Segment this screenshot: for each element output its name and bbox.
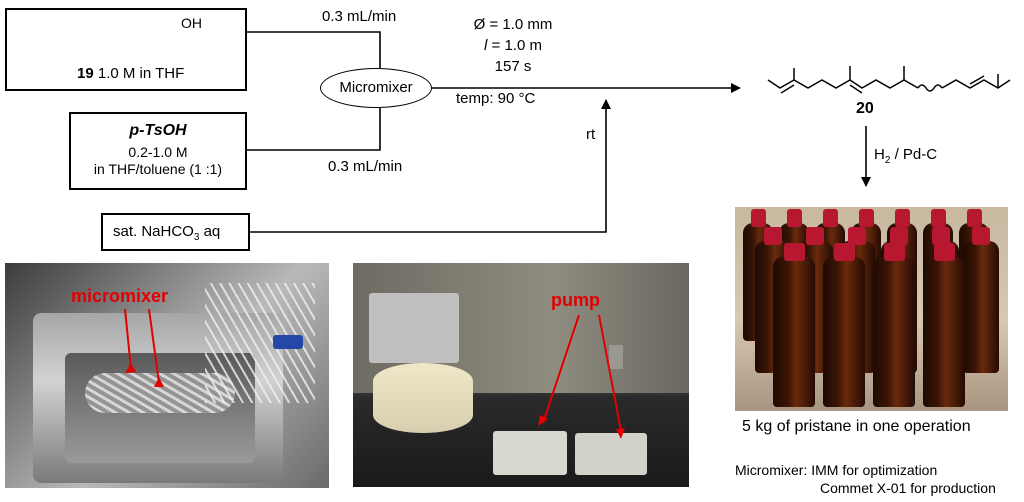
blue-clip <box>273 335 303 349</box>
bottle-cap <box>783 243 805 261</box>
bottle-cap <box>932 227 950 245</box>
tsoh-box: p-TsOH 0.2-1.0 M in THF/toluene (1 :1) <box>69 112 247 190</box>
tsoh-solvent: in THF/toluene (1 :1) <box>93 161 223 177</box>
reaction-conditions: Ø = 1.0 mm l = 1.0 m 157 s <box>430 14 596 77</box>
nahco3-box: sat. NaHCO3 aq <box>101 213 250 251</box>
reagent-19-box: OH 19 1.0 M in THF <box>5 8 247 91</box>
bottle-cap <box>930 209 946 227</box>
bottle-cap <box>786 209 802 227</box>
tube-length: l = 1.0 m <box>484 37 542 54</box>
tsoh-title: p-TsOH <box>71 122 245 140</box>
water-bath <box>373 363 473 433</box>
pump-photo-label: pump <box>551 290 600 310</box>
pristane-caption: 5 kg of pristane in one operation <box>742 418 971 435</box>
line-19-to-mixer <box>247 31 381 68</box>
bottle-cap <box>858 209 874 227</box>
micromixer-label: Micromixer <box>339 79 413 96</box>
bottle <box>823 257 865 407</box>
pump-right <box>575 433 647 475</box>
bottle <box>963 241 999 373</box>
nahco3-label: sat. NaHCO3 aq <box>113 223 221 243</box>
bottle-cap <box>890 227 908 245</box>
thermostat-unit <box>369 293 459 363</box>
reaction-temperature: temp: 90 °C <box>456 90 536 107</box>
bottle-cap <box>883 243 905 261</box>
bottle <box>773 257 815 407</box>
compound-number-20: 20 <box>856 100 874 117</box>
footnote-line2: Commet X-01 for production <box>820 480 996 496</box>
bottle-cap <box>806 227 824 245</box>
reagent-19-concentration: 1.0 M in THF <box>97 65 185 82</box>
bottle-cap <box>972 227 990 245</box>
bottle-cap <box>822 209 838 227</box>
line-tsoh-to-mixer <box>247 108 381 151</box>
bottle-cap <box>894 209 910 227</box>
tsoh-title-text: p-TsOH <box>129 122 187 139</box>
wall-socket <box>609 345 623 369</box>
footnote-line1: Micromixer: IMM for optimization <box>735 462 938 478</box>
bottle-cap <box>966 209 982 227</box>
tsoh-concentration: 0.2-1.0 M <box>128 144 188 160</box>
micromixer-node: Micromixer <box>320 68 432 108</box>
micromixer-arrows <box>124 308 164 387</box>
bottle <box>923 257 965 407</box>
micromixer-photo-label: micromixer <box>71 286 169 306</box>
flow-rate-top: 0.3 mL/min <box>322 8 397 25</box>
bottle-cap <box>764 227 782 245</box>
bottle-cap <box>833 243 855 261</box>
pump-left <box>493 431 567 475</box>
bottle-cap <box>933 243 955 261</box>
tube-diameter: Ø = 1.0 mm <box>473 16 553 33</box>
hydrogenation-conditions: H2 / Pd-C <box>874 146 938 166</box>
compound-number-19: 19 <box>77 65 94 82</box>
pump-photo: pump <box>353 263 689 487</box>
rt-label: rt <box>586 126 596 143</box>
structure-20 <box>767 66 1011 94</box>
bottle-cap <box>848 227 866 245</box>
micromixer-photo: micromixer <box>5 263 329 488</box>
oh-label: OH <box>181 15 202 31</box>
bottle-cap <box>750 209 766 227</box>
bottle <box>873 257 915 407</box>
reagent-19-caption: 19 1.0 M in THF <box>77 65 184 83</box>
flow-rate-bottom: 0.3 mL/min <box>328 158 403 175</box>
residence-time: 157 s <box>494 58 532 75</box>
pump-arrows <box>538 314 625 439</box>
pristane-bottles-photo <box>735 207 1008 411</box>
line-nahco3-to-stream-arrow <box>250 99 611 233</box>
